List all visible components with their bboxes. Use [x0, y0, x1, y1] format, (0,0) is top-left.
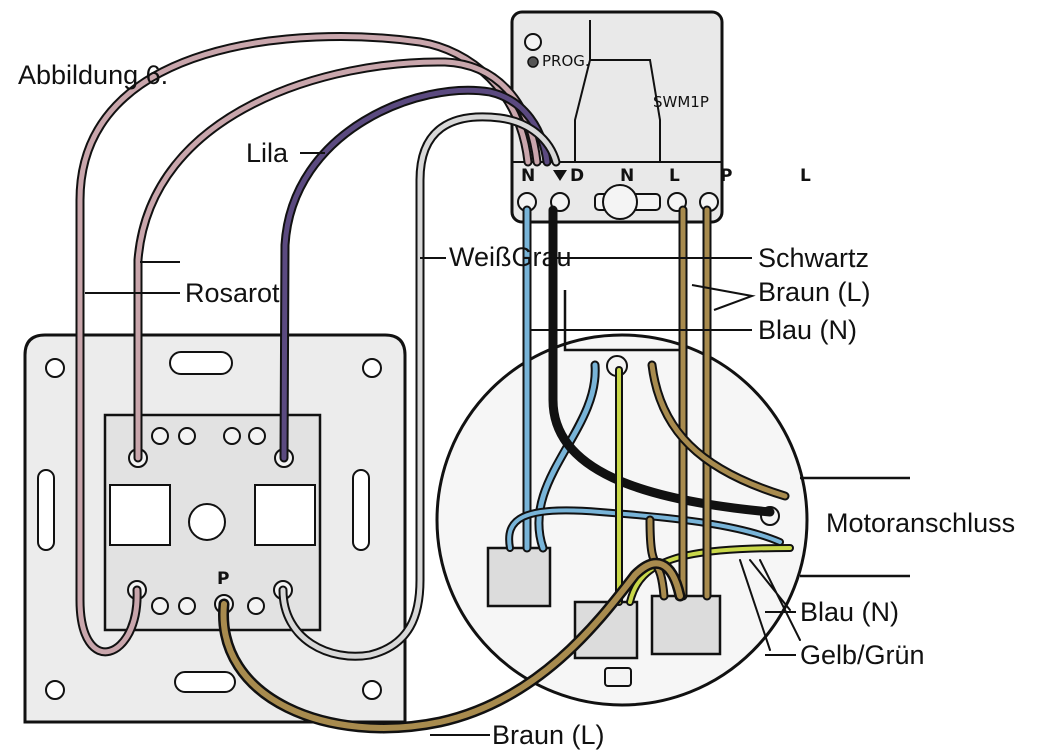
module-terminal-label: L [669, 166, 680, 186]
wire-label-braun-top: Braun (L) [758, 277, 871, 307]
prog-label: PROG. [542, 52, 590, 70]
wire-label-schwartz: Schwartz [758, 243, 869, 273]
mount-slot [45, 358, 65, 378]
module-internal-line [574, 59, 591, 162]
wire-lila [281, 87, 550, 461]
wire-braun [220, 560, 683, 731]
wire-blau [507, 508, 782, 550]
switch-center-hole [188, 503, 226, 541]
mount-slot [174, 671, 236, 693]
wire-braun [649, 362, 788, 499]
motor-wire [739, 559, 801, 651]
switch-window [254, 484, 316, 546]
terminal-screw [151, 597, 169, 615]
wire-label-braun-bottom: Braun (L) [492, 720, 605, 750]
wire-label-weissgrau: WeißGrau [449, 242, 572, 272]
module-terminal-label: N [521, 166, 535, 186]
terminal-screw [223, 427, 241, 445]
prog-button-icon[interactable] [527, 56, 539, 68]
module-terminal-label: P [720, 166, 732, 186]
module-swm1p: PROG. SWM1P N D N L P L [510, 10, 811, 224]
module-terminal-knob [602, 184, 638, 220]
terminal-block [650, 594, 722, 656]
module-name: SWM1P [653, 93, 709, 111]
wire-weissgrau [280, 114, 559, 659]
wire-label-lila: Lila [246, 138, 289, 168]
wire-blau [536, 362, 598, 551]
switch-window [109, 484, 171, 546]
leader-line [691, 284, 756, 311]
box-tab [604, 667, 632, 687]
terminal-screw [247, 597, 265, 615]
mount-slot [169, 351, 233, 375]
wire-schwarz [548, 205, 775, 517]
mount-slot [45, 680, 65, 700]
terminal-arrow-icon [553, 170, 567, 181]
mount-slot [352, 469, 370, 551]
mount-slot [362, 680, 382, 700]
terminal-screw [178, 427, 196, 445]
wires [75, 32, 801, 734]
module-terminal-label: N [620, 166, 634, 186]
module-led-icon [524, 33, 542, 51]
mount-slot [37, 469, 55, 551]
box-entry [800, 476, 910, 578]
module-internal-line [589, 20, 661, 162]
switch-terminal-label: P [217, 569, 229, 589]
wire-label-blau-bottom: Blau (N) [800, 597, 899, 627]
terminal-block [486, 546, 552, 608]
wire-label-motor: Motoranschluss [826, 508, 1015, 538]
labels: Abbildung 6. Lila Rosarot WeißGrau Schwa… [18, 60, 1015, 750]
module-terminal-label: D [570, 166, 584, 186]
terminal-screw [248, 427, 266, 445]
terminal-screw [178, 597, 196, 615]
figure-label: Abbildung 6. [18, 60, 168, 90]
wire-label-gelbgruen: Gelb/Grün [800, 640, 925, 670]
wire-label-rosarot: Rosarot [185, 278, 280, 308]
module-terminal-label: L [800, 166, 811, 186]
wire-gelbgruen [628, 546, 792, 604]
mount-slot [362, 358, 382, 378]
wire-label-blau-top: Blau (N) [758, 315, 857, 345]
terminal-screw [151, 427, 169, 445]
